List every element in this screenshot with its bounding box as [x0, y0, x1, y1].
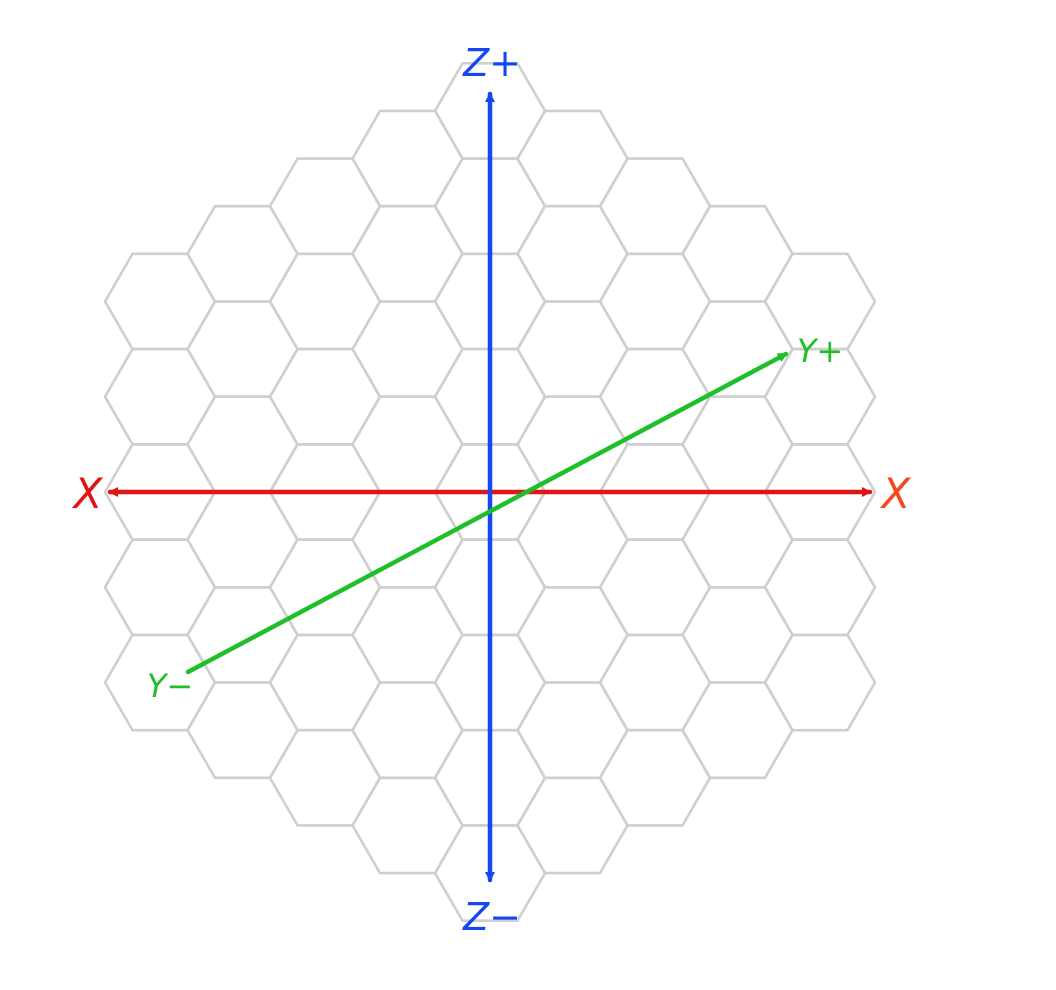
z-minus-label: Z− — [462, 895, 521, 939]
hex-cell — [598, 633, 712, 732]
hex-cell — [351, 300, 464, 399]
hex-cell — [763, 538, 877, 637]
hex-cell — [351, 109, 464, 208]
hex-cell — [516, 395, 629, 494]
hex-cell — [186, 395, 299, 494]
x-left-label: X — [72, 469, 104, 518]
hex-cell — [516, 681, 629, 780]
hex-cell — [351, 585, 464, 684]
hex-cell — [103, 347, 217, 446]
x-right-label: X — [880, 469, 912, 518]
hex-cell — [351, 776, 464, 875]
hex-cell — [268, 728, 382, 827]
hex-cell — [681, 204, 794, 303]
y-axis-line — [185, 351, 789, 675]
hex-cell — [103, 538, 217, 637]
hex-cell — [598, 252, 712, 351]
hex-cell — [681, 395, 794, 494]
hex-cell — [598, 347, 712, 446]
hex-cell — [516, 776, 629, 875]
y-plus-label: Y+ — [797, 332, 843, 370]
hex-cell — [598, 157, 712, 256]
hex-cell — [186, 490, 299, 589]
hex-cell — [186, 204, 299, 303]
hex-cell — [268, 633, 382, 732]
hex-cell — [351, 681, 464, 780]
hex-cell — [186, 300, 299, 399]
hex-cell — [598, 538, 712, 637]
hex-cell — [681, 585, 794, 684]
hex-cell — [351, 490, 464, 589]
hex-cell — [681, 681, 794, 780]
hex-cell — [268, 252, 382, 351]
hex-cell — [598, 728, 712, 827]
hex-cell — [103, 252, 217, 351]
hex-cell — [186, 585, 299, 684]
hex-cell — [268, 347, 382, 446]
z-plus-label: Z+ — [462, 41, 521, 85]
hex-cell — [763, 633, 877, 732]
hex-cell — [268, 157, 382, 256]
hex-cell — [186, 681, 299, 780]
hex-cell — [516, 490, 629, 589]
hex-cell — [681, 300, 794, 399]
hex-cell — [351, 395, 464, 494]
hex-cell — [516, 300, 629, 399]
hex-cell — [516, 109, 629, 208]
hex-cell — [516, 204, 629, 303]
hex-cell — [351, 204, 464, 303]
hex-cell — [516, 585, 629, 684]
hex-cell — [681, 490, 794, 589]
y-minus-label: Y− — [147, 667, 193, 705]
